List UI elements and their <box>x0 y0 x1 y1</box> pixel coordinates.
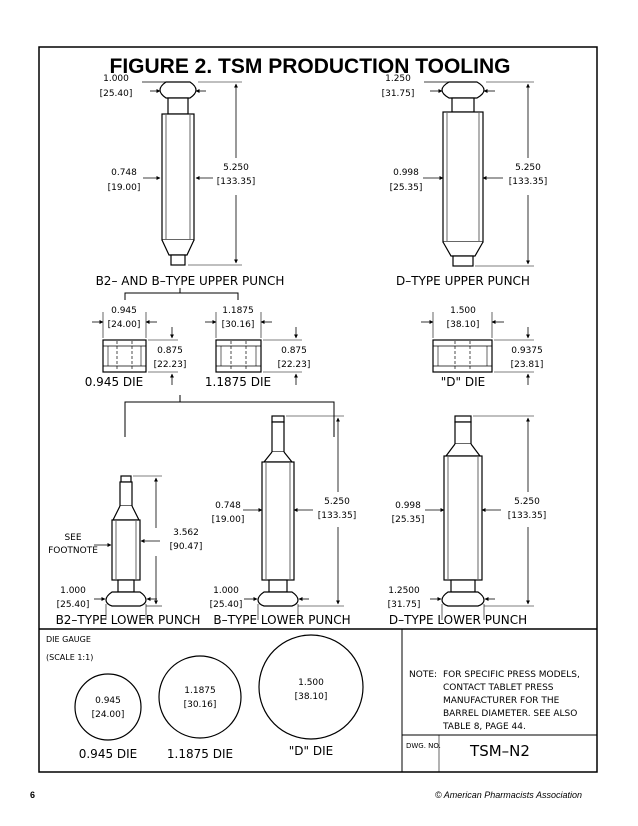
figure-title: FIGURE 2. TSM PRODUCTION TOOLING <box>110 55 511 78</box>
b-lower-head-in: 1.000 <box>213 586 239 596</box>
b-lower-barrel-in: 0.748 <box>215 501 241 511</box>
gauge-11875-mm: [30.16] <box>184 700 217 710</box>
die-11875-od-in: 1.1875 <box>222 306 254 316</box>
die-11875 <box>215 339 262 373</box>
die-gauge-title: DIE GAUGE <box>46 635 91 644</box>
gauge-circle-11875: 1.1875 [30.16] <box>158 655 242 739</box>
b-upper-punch-label: B2– AND B–TYPE UPPER PUNCH <box>96 274 285 288</box>
production-note: NOTE: FOR SPECIFIC PRESS MODELS, CONTACT… <box>409 670 580 732</box>
b-lower-punch <box>257 415 299 607</box>
gauge-11875-in: 1.1875 <box>184 686 216 696</box>
d-upper-punch-label: D–TYPE UPPER PUNCH <box>396 274 530 288</box>
page-number: 6 <box>30 790 36 800</box>
b2-lower-punch <box>105 475 147 607</box>
d-lower-barrel-in: 0.998 <box>395 501 421 511</box>
d-upper-length-mm: [133.35] <box>509 177 548 187</box>
die-0945 <box>102 339 147 373</box>
b-upper-head-mm: [25.40] <box>100 89 133 99</box>
die-d <box>432 339 493 373</box>
d-lower-barrel-mm: [25.35] <box>392 515 425 525</box>
die-gauge-scale: (SCALE 1:1) <box>46 653 93 662</box>
die-d-od-in: 1.500 <box>450 306 476 316</box>
drawing-frame <box>38 46 598 773</box>
b2-lower-footnote-1: SEE <box>64 533 81 543</box>
b2-lower-head-in: 1.000 <box>60 586 86 596</box>
drawing-number-label: DWG. NO. <box>406 742 441 750</box>
b-upper-length-in: 5.250 <box>223 163 249 173</box>
b-lower-length-in: 5.250 <box>324 497 350 507</box>
d-lower-length-in: 5.250 <box>514 497 540 507</box>
d-lower-punch-label: D–TYPE LOWER PUNCH <box>389 613 527 627</box>
die-11875-h-mm: [22.23] <box>278 360 311 370</box>
note-lead: NOTE: <box>409 670 437 680</box>
d-upper-barrel-in: 0.998 <box>393 168 419 178</box>
b-lower-length-mm: [133.35] <box>318 511 357 521</box>
d-upper-head-mm: [31.75] <box>382 89 415 99</box>
b2-lower-punch-label: B2–TYPE LOWER PUNCH <box>56 613 201 627</box>
b2-lower-head-mm: [25.40] <box>57 600 90 610</box>
b-upper-barrel-mm: [19.00] <box>108 183 141 193</box>
gauge-circle-0945: 0.945 [24.00] <box>74 673 142 741</box>
note-line: MANUFACTURER FOR THE <box>443 696 560 706</box>
d-upper-punch <box>441 81 485 267</box>
b2-lower-length-in: 3.562 <box>173 528 199 538</box>
die-d-od-mm: [38.10] <box>447 320 480 330</box>
gauge-circle-d: 1.500 [38.10] <box>258 634 364 740</box>
gauge-0945-mm: [24.00] <box>92 710 125 720</box>
note-line: BARREL DIAMETER. SEE ALSO <box>443 709 577 719</box>
die-d-label: "D" DIE <box>441 375 485 389</box>
b2-lower-length-mm: [90.47] <box>170 542 203 552</box>
d-upper-length-in: 5.250 <box>515 163 541 173</box>
gauge-11875-label: 1.1875 DIE <box>167 747 233 761</box>
d-upper-barrel-mm: [25.35] <box>390 183 423 193</box>
b2-b-upper-punch <box>159 81 197 266</box>
d-lower-head-in: 1.2500 <box>388 586 420 596</box>
die-0945-h-mm: [22.23] <box>154 360 187 370</box>
note-line: CONTACT TABLET PRESS <box>443 683 554 693</box>
gauge-d-in: 1.500 <box>298 678 324 688</box>
die-11875-label: 1.1875 DIE <box>205 375 271 389</box>
note-line: TABLE 8, PAGE 44. <box>442 722 526 732</box>
gauge-0945-label: 0.945 DIE <box>79 747 138 761</box>
note-line: FOR SPECIFIC PRESS MODELS, <box>443 670 580 680</box>
gauge-d-mm: [38.10] <box>295 692 328 702</box>
b-lower-punch-label: B–TYPE LOWER PUNCH <box>213 613 350 627</box>
d-lower-length-mm: [133.35] <box>508 511 547 521</box>
b-upper-head-in: 1.000 <box>103 74 129 84</box>
d-upper-head-in: 1.250 <box>385 74 411 84</box>
copyright-notice: © American Pharmacists Association <box>434 790 582 800</box>
die-d-h-mm: [23.81] <box>511 360 544 370</box>
b-lower-head-mm: [25.40] <box>210 600 243 610</box>
b-upper-barrel-in: 0.748 <box>111 168 137 178</box>
gauge-0945-in: 0.945 <box>95 696 121 706</box>
b-lower-barrel-mm: [19.00] <box>212 515 245 525</box>
die-11875-h-in: 0.875 <box>281 346 307 356</box>
die-0945-od-mm: [24.00] <box>108 320 141 330</box>
die-11875-od-mm: [30.16] <box>222 320 255 330</box>
die-0945-label: 0.945 DIE <box>85 375 144 389</box>
b2-lower-footnote-2: FOOTNOTE <box>48 546 98 556</box>
die-d-h-in: 0.9375 <box>511 346 543 356</box>
d-lower-head-mm: [31.75] <box>388 600 421 610</box>
gauge-d-label: "D" DIE <box>289 744 333 758</box>
drawing-number-value: TSM–N2 <box>469 742 530 760</box>
die-0945-od-in: 0.945 <box>111 306 137 316</box>
die-0945-h-in: 0.875 <box>157 346 183 356</box>
b-upper-length-mm: [133.35] <box>217 177 256 187</box>
d-lower-punch <box>441 415 485 607</box>
